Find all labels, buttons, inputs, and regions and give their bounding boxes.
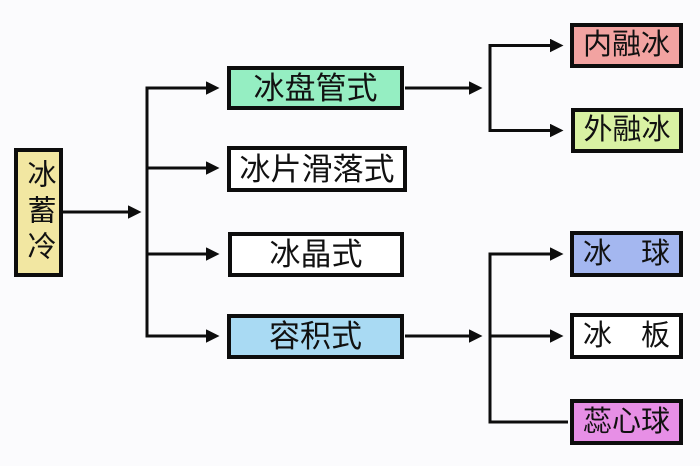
- node-label: 冰盘管式: [253, 70, 378, 106]
- node-label: 冰片滑落式: [239, 151, 395, 187]
- node-volumetric-type: 容积式: [227, 314, 404, 359]
- node-label: 冰蓄冷: [23, 158, 55, 267]
- node-label: 内融冰: [582, 29, 670, 61]
- node-ice-thermal-storage: 冰蓄冷: [14, 148, 63, 277]
- node-ice-crystal-type: 冰晶式: [228, 232, 404, 277]
- node-label: 冰 板: [582, 319, 670, 352]
- node-ice-coil-type: 冰盘管式: [227, 66, 404, 110]
- node-label: 冰 球: [582, 237, 670, 270]
- node-inner-melt-ice: 内融冰: [570, 23, 683, 68]
- node-ice-slide-type: 冰片滑落式: [227, 146, 407, 192]
- node-core-ball: 蕊心球: [570, 399, 683, 445]
- node-label: 蕊心球: [582, 405, 670, 438]
- node-ice-ball: 冰 球: [570, 231, 683, 277]
- node-label: 冰晶式: [269, 237, 363, 272]
- node-outer-melt-ice: 外融冰: [571, 108, 683, 153]
- node-label: 容积式: [269, 319, 362, 354]
- node-label: 外融冰: [583, 114, 671, 146]
- node-ice-plate: 冰 板: [570, 313, 683, 359]
